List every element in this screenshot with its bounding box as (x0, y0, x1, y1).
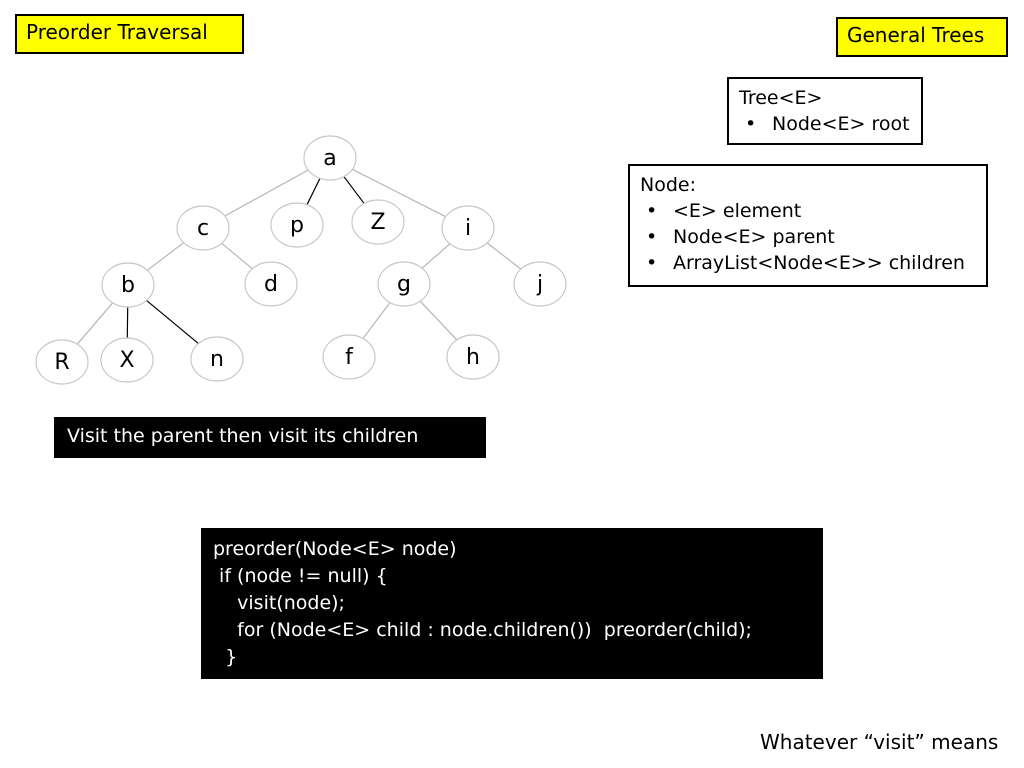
code-line: } (213, 646, 238, 668)
tree-node-circle (303, 135, 357, 181)
tree-node-label: i (465, 216, 471, 241)
node-field-item: Node<E> parent (640, 224, 976, 250)
tree-node-label: h (466, 345, 480, 370)
tree-node: c (176, 205, 230, 251)
footer-note: Whatever “visit” means (760, 730, 999, 754)
tree-node-label: X (119, 348, 134, 373)
tree-node-label: n (210, 347, 224, 372)
preorder-code-block: preorder(Node<E> node) if (node != null)… (201, 528, 823, 679)
code-line: preorder(Node<E> node) (213, 538, 457, 560)
tree-node-label: p (290, 213, 304, 238)
tree-node: h (446, 334, 500, 380)
tree-node: g (377, 261, 431, 307)
tree-edge (362, 302, 391, 339)
tree-edge (146, 242, 185, 271)
tree-node-label: j (536, 272, 543, 297)
tree-edge (352, 168, 446, 218)
slide-title: Preorder Traversal (15, 14, 244, 54)
tree-node: Z (351, 199, 405, 245)
node-field-list: <E> element Node<E> parent ArrayList<Nod… (640, 198, 976, 276)
tree-class-heading: Tree<E> (739, 87, 823, 109)
node-field-item: <E> element (640, 198, 976, 224)
tree-edge (421, 243, 451, 269)
tree-edge (221, 242, 253, 270)
tree-edge (146, 299, 199, 345)
tree-node-label: b (121, 273, 135, 298)
tree-node: p (270, 202, 324, 248)
tree-node-label: R (54, 350, 69, 375)
tree-node-label: a (323, 146, 336, 171)
tree-node: j (513, 261, 567, 307)
tree-node-circle (244, 261, 298, 307)
tree-node-circle (100, 337, 154, 383)
tree-node: i (441, 205, 495, 251)
tree-edge (306, 178, 321, 205)
tree-node-circle (35, 339, 89, 385)
tree-node: d (244, 261, 298, 307)
section-label: General Trees (836, 17, 1008, 57)
code-line: if (node != null) { (213, 565, 388, 587)
tree-node-circle (351, 199, 405, 245)
tree-edge (76, 302, 114, 345)
tree-node-circle (441, 205, 495, 251)
tree-class-box: Tree<E> Node<E> root (727, 77, 923, 145)
tree-node-label: c (197, 216, 209, 241)
tree-node-circle (101, 262, 155, 308)
tree-edge (224, 169, 309, 217)
tree-node-label: d (264, 272, 278, 297)
tree-node-circle (176, 205, 230, 251)
tree-node: n (190, 336, 244, 382)
tree-node: R (35, 339, 89, 385)
traversal-caption: Visit the parent then visit its children (54, 417, 486, 458)
tree-node: a (303, 135, 357, 181)
tree-edge (486, 242, 522, 270)
code-line: for (Node<E> child : node.children()) pr… (213, 619, 752, 641)
tree-node: X (100, 337, 154, 383)
tree-node-label: g (397, 272, 411, 297)
tree-edge (343, 176, 365, 204)
tree-node: f (322, 334, 376, 380)
tree-node-circle (270, 202, 324, 248)
tree-field-item: Node<E> root (739, 111, 911, 137)
tree-node-label: Z (370, 210, 385, 235)
tree-node: b (101, 262, 155, 308)
tree-node-circle (513, 261, 567, 307)
node-class-box: Node: <E> element Node<E> parent ArrayLi… (628, 164, 988, 287)
tree-edges (76, 168, 522, 345)
tree-node-circle (190, 336, 244, 382)
node-class-heading: Node: (640, 174, 696, 196)
tree-node-label: f (345, 345, 354, 370)
tree-node-circle (446, 334, 500, 380)
tree-edge (419, 300, 458, 341)
node-field-item: ArrayList<Node<E>> children (640, 250, 976, 276)
tree-node-circle (377, 261, 431, 307)
tree-node-circle (322, 334, 376, 380)
tree-field-list: Node<E> root (739, 111, 911, 137)
code-line: visit(node); (213, 592, 345, 614)
